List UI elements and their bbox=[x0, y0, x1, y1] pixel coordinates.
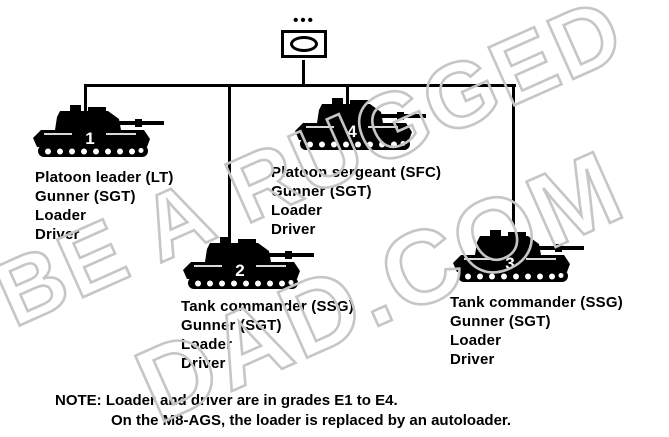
crew-role: Driver bbox=[271, 221, 316, 238]
crew-role: Driver bbox=[35, 226, 80, 243]
tank-2-number: 2 bbox=[235, 261, 244, 280]
note-block: NOTE: Loader and driver are in grades E1… bbox=[55, 391, 511, 431]
tank-3-number: 3 bbox=[505, 254, 514, 273]
crew-role: Gunner (SGT) bbox=[35, 188, 136, 205]
unit-symbol-frame bbox=[281, 30, 327, 58]
tank-3-icon: 3 bbox=[446, 229, 586, 287]
note-text-2: On the M8-AGS, the loader is replaced by… bbox=[111, 412, 512, 429]
crew-role: Loader bbox=[35, 207, 87, 224]
crew-role: Tank commander (SSG) bbox=[450, 294, 623, 311]
crew-role: Platoon leader (LT) bbox=[35, 169, 174, 186]
crew-role: Driver bbox=[181, 355, 226, 372]
crew-list-tank3: Tank commander (SSG) Gunner (SGT) Loader… bbox=[450, 293, 623, 369]
armor-oval-icon bbox=[290, 36, 318, 52]
tank-4-icon: 4 bbox=[288, 97, 428, 155]
note-label: NOTE: bbox=[55, 392, 102, 409]
connector-drop-tank4 bbox=[346, 84, 349, 112]
crew-role: Gunner (SGT) bbox=[271, 183, 372, 200]
note-line-2: On the M8-AGS, the loader is replaced by… bbox=[55, 411, 511, 431]
tank-1-number: 1 bbox=[85, 129, 94, 148]
connector-drop-tank2 bbox=[228, 84, 231, 244]
connector-horizontal bbox=[84, 84, 516, 87]
crew-role: Tank commander (SSG) bbox=[181, 298, 354, 315]
platoon-echelon-dots: ••• bbox=[293, 12, 315, 29]
connector-drop-tank1 bbox=[84, 84, 87, 114]
crew-role: Gunner (SGT) bbox=[450, 313, 551, 330]
note-text-1: Loader and driver are in grades E1 to E4… bbox=[105, 392, 398, 409]
crew-role: Loader bbox=[271, 202, 323, 219]
crew-list-tank4: Platoon sergeant (SFC) Gunner (SGT) Load… bbox=[271, 163, 441, 239]
crew-role: Loader bbox=[450, 332, 502, 349]
connector-drop-tank3 bbox=[512, 84, 515, 226]
crew-list-tank1: Platoon leader (LT) Gunner (SGT) Loader … bbox=[35, 168, 174, 244]
tank-2-icon: 2 bbox=[176, 236, 316, 294]
crew-list-tank2: Tank commander (SSG) Gunner (SGT) Loader… bbox=[181, 297, 354, 373]
tank-1-icon: 1 bbox=[26, 104, 166, 162]
armor-platoon-symbol: ••• bbox=[278, 12, 330, 58]
connector-stem bbox=[302, 60, 305, 86]
crew-role: Loader bbox=[181, 336, 233, 353]
note-line-1: NOTE: Loader and driver are in grades E1… bbox=[55, 391, 511, 411]
crew-role: Platoon sergeant (SFC) bbox=[271, 164, 442, 181]
crew-role: Driver bbox=[450, 351, 495, 368]
crew-role: Gunner (SGT) bbox=[181, 317, 282, 334]
tank-4-number: 4 bbox=[347, 122, 357, 141]
